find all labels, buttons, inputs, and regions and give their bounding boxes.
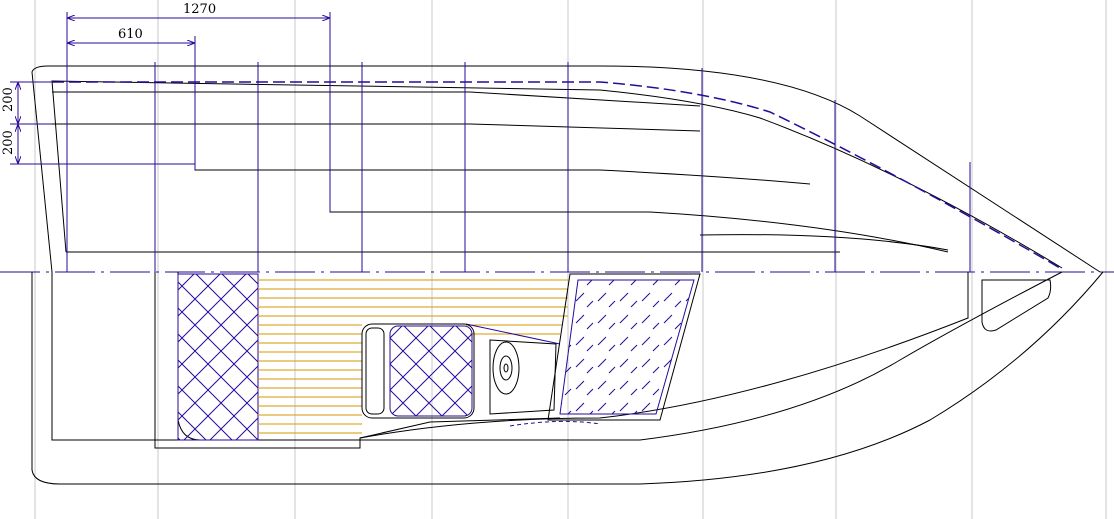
dimension-200-upper-label: 200: [1, 87, 16, 112]
dimension-1270-label: 1270: [183, 2, 216, 17]
background-grid: [34, 0, 1107, 519]
windshield-console: [509, 273, 701, 427]
aft-seat-box: [177, 273, 259, 441]
dimension-200-vertical: 200 200: [1, 81, 195, 165]
helm-seat: [361, 323, 475, 419]
dimension-1270: 1270: [67, 2, 330, 18]
dimension-610-label: 610: [118, 27, 143, 42]
dimension-610: 610: [67, 27, 195, 43]
steering-console: [489, 339, 557, 415]
steering-wheel-icon: [492, 341, 520, 395]
frame-stations: [66, 12, 971, 272]
dashed-sheer-line: [52, 81, 1061, 269]
top-view-hull: [31, 65, 1101, 273]
dimension-200-lower-label: 200: [1, 130, 16, 155]
wood-deck-planks: [258, 279, 568, 434]
